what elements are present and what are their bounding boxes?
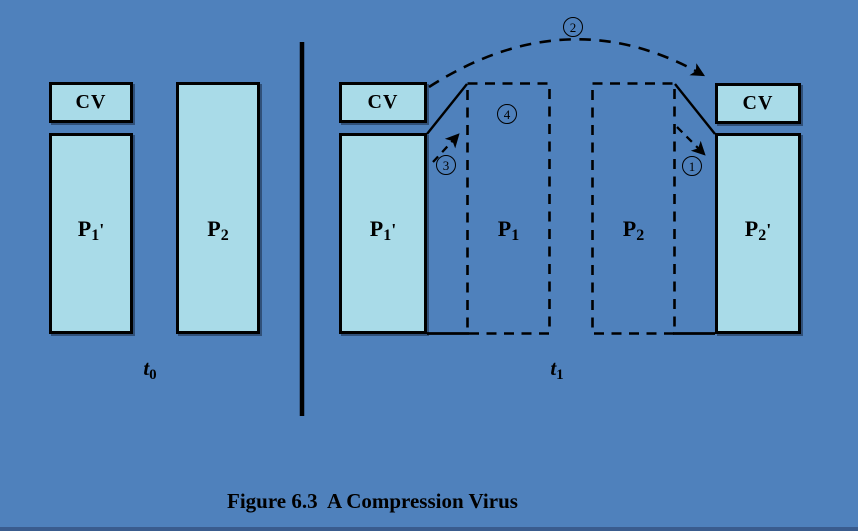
after-cv-left-label: CV (367, 91, 399, 113)
label-base: P (207, 216, 221, 241)
step-3-number: 3 (442, 157, 450, 173)
label-base: P (497, 216, 512, 241)
uncompress-arrow (432, 133, 460, 163)
label-prime: ' (391, 220, 397, 240)
t0-sub: 0 (149, 367, 157, 383)
time-t1-label: t1 (535, 356, 579, 383)
label-base: P (77, 216, 92, 241)
label-base: P (369, 216, 384, 241)
ghost-p2-box (591, 82, 676, 335)
before-cv-label: CV (75, 91, 107, 113)
label-sub: 2 (636, 227, 645, 244)
before-p2-label: P2 (176, 213, 260, 245)
step-1-badge: 1 (682, 156, 702, 176)
label-base: P (622, 216, 637, 241)
figure-caption: Figure 6.3 A Compression Virus (227, 489, 518, 513)
before-cv-box: CV (49, 82, 133, 123)
label-sub: 1 (511, 227, 520, 244)
label-sub: 2 (220, 227, 229, 244)
bottom-edge-strip (0, 527, 858, 531)
after-p2-prime-box (715, 133, 801, 334)
t1-sub: 1 (556, 367, 564, 383)
ghost-p1-label: P1 (467, 213, 550, 245)
step-4-number: 4 (503, 106, 511, 122)
before-p1-prime-box (49, 133, 133, 334)
step-2-badge: 2 (563, 17, 583, 37)
compress-arrow (676, 126, 706, 156)
label-sub: 2 (758, 227, 767, 244)
step-1-number: 1 (688, 158, 696, 174)
after-cv-left-box: CV (339, 82, 427, 123)
label-base: P (744, 216, 759, 241)
ghost-p1-box (466, 82, 551, 335)
label-sub: 1 (383, 227, 392, 244)
copy-virus-arc-arrow (428, 38, 706, 89)
t1-base: t (550, 356, 557, 380)
after-cv-right-box: CV (715, 83, 801, 124)
time-t0-label: t0 (128, 356, 172, 383)
decompress-diagonal-line (426, 83, 468, 135)
label-prime: ' (766, 220, 772, 240)
ghost-p2-label: P2 (592, 213, 675, 245)
compress-diagonal-line (674, 83, 716, 135)
before-p2-box (176, 82, 260, 334)
step-3-badge: 3 (436, 155, 456, 175)
step-2-number: 2 (569, 19, 577, 35)
before-p1-prime-label: P1' (49, 213, 133, 245)
after-p1-prime-label: P1' (339, 213, 427, 245)
step-4-badge: 4 (497, 104, 517, 124)
after-cv-right-label: CV (742, 92, 774, 114)
label-sub: 1 (91, 227, 100, 244)
t0-base: t (143, 356, 150, 380)
label-prime: ' (99, 220, 105, 240)
after-p2-prime-label: P2' (715, 213, 801, 245)
after-p1-prime-box (339, 133, 427, 334)
